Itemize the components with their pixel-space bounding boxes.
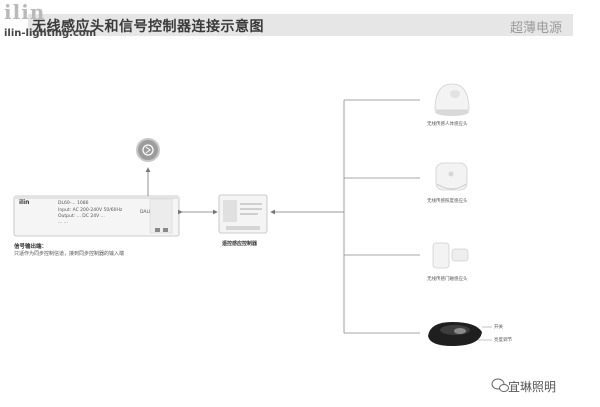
remote-control-icon [428, 322, 492, 346]
led-driver [13, 195, 180, 237]
pir-probe-icon [136, 138, 160, 162]
pir-sensor-label: 无线传感人体感应头 [427, 122, 468, 127]
signal-output-title: 信号输出端： [14, 244, 48, 250]
brand-url: ilin-lighting.com [4, 28, 97, 39]
driver-spec-2: Output: ... DC 24V ... [58, 214, 105, 219]
driver-model: DL60-... 1086 [58, 201, 89, 206]
page-title: 无线感应头和信号控制器连接示意图 [32, 19, 264, 35]
title-band [28, 14, 573, 36]
light-sensor-icon [435, 162, 468, 191]
signal-output-note: 只适作为同步控制信道，接到同步控制器的输入端 [14, 251, 125, 257]
driver-brand: ilin [19, 199, 30, 206]
signal-controller [218, 194, 268, 234]
door-sensor-icon [432, 242, 469, 269]
header-tag: 超薄电源 [509, 21, 562, 36]
remote-label-dimming: 亮度调节 [494, 338, 512, 343]
wechat-account: 宜琳照明 [508, 380, 557, 394]
door-sensor-label: 无线传感门磁感应头 [427, 277, 468, 282]
controller-label: 遥控感应控制器 [222, 241, 258, 247]
driver-spec-3: ... ... [58, 220, 69, 225]
driver-side-text: DALI [140, 210, 151, 215]
remote-label-switch: 开关 [494, 325, 503, 330]
driver-spec-1: Input: AC 200-240V 50/60Hz [58, 208, 123, 213]
pir-sensor-icon [434, 83, 470, 116]
wechat-icon [491, 378, 509, 392]
brand-logo: ilin [4, 0, 46, 24]
light-sensor-label: 无线传感照度感应头 [427, 199, 468, 204]
